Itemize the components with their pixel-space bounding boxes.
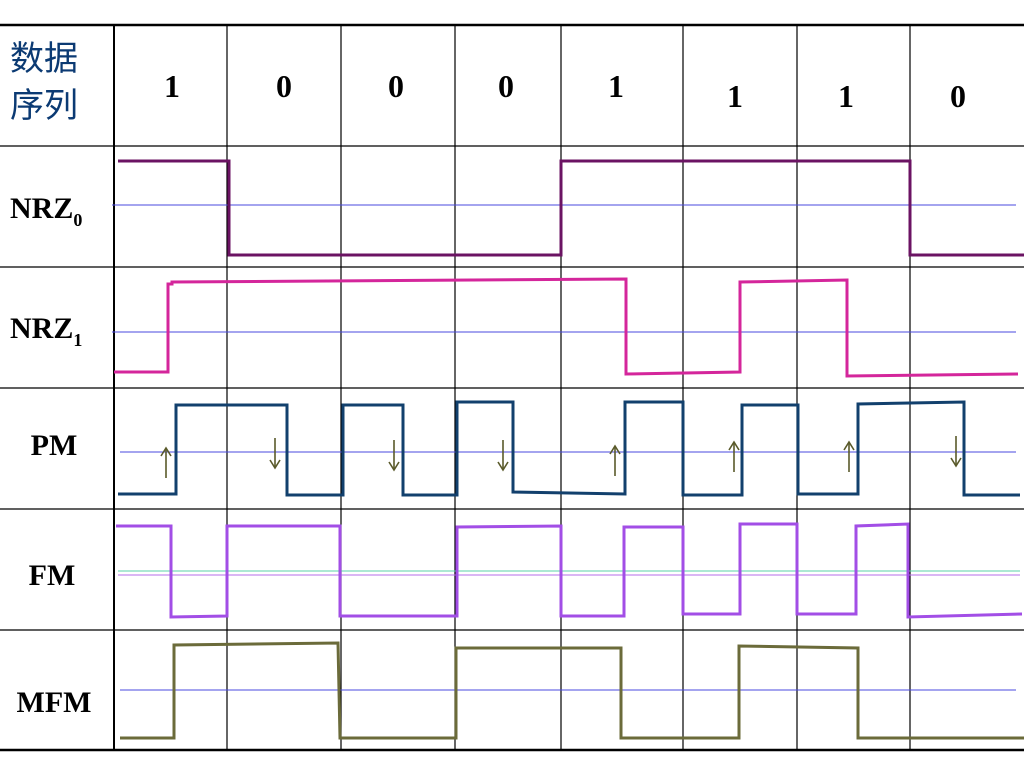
waveform-nrz0	[118, 159, 1024, 257]
timing-grid	[0, 23, 1024, 752]
arrow-down-icon	[269, 438, 281, 470]
arrow-up-icon	[609, 444, 621, 476]
row-label-nrz1-sub: 1	[73, 330, 82, 350]
bit-4: 0	[498, 68, 514, 104]
arrow-down-icon	[388, 440, 400, 472]
arrow-down-icon	[950, 436, 962, 468]
row-label-nrz0: NRZ0	[10, 192, 82, 230]
header-title-line2: 序列	[10, 86, 78, 126]
bit-1: 1	[164, 68, 180, 104]
row-label-nrz0-main: NRZ	[10, 192, 73, 225]
waveform-mfm	[120, 641, 1024, 740]
waveform-fm	[116, 522, 1023, 619]
row-label-nrz1-main: NRZ	[10, 312, 73, 345]
waveform-nrz1	[114, 277, 1019, 378]
bit-3: 0	[388, 68, 404, 104]
bit-sequence: 1 0 0 0 1 1 1 0	[164, 68, 966, 114]
waveform-pm	[118, 400, 1020, 497]
arrow-down-icon	[497, 440, 509, 472]
row-label-fm: FM	[29, 559, 76, 592]
bit-7: 1	[838, 78, 854, 114]
pm-arrows	[160, 436, 962, 478]
row-label-pm: PM	[31, 429, 78, 462]
row-label-mfm: MFM	[17, 686, 92, 719]
bit-2: 0	[276, 68, 292, 104]
arrow-up-icon	[160, 446, 172, 478]
bit-5: 1	[608, 68, 624, 104]
arrow-up-icon	[728, 440, 740, 472]
bit-6: 1	[727, 78, 743, 114]
arrow-up-icon	[843, 440, 855, 472]
reference-midlines	[112, 204, 1020, 691]
row-label-nrz0-sub: 0	[73, 210, 82, 230]
row-label-nrz1: NRZ1	[10, 312, 82, 350]
bit-8: 0	[950, 78, 966, 114]
header-title-line1: 数据	[10, 39, 78, 79]
